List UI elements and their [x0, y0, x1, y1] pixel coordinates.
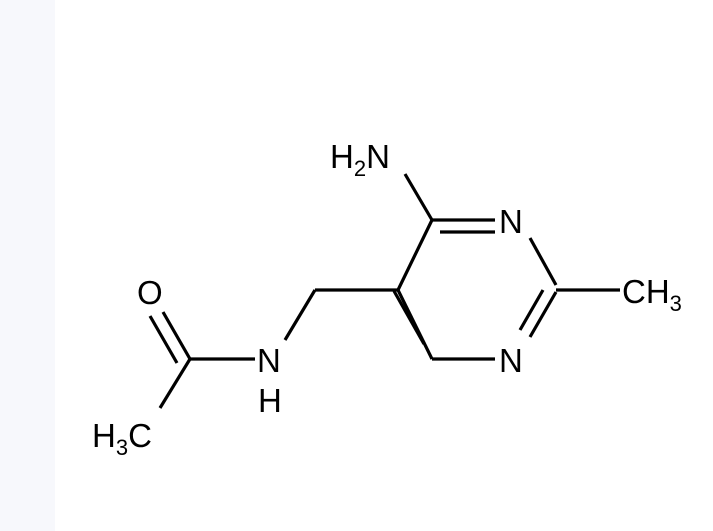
bond-c4-amino — [403, 173, 434, 221]
bond-c2-n1-inner — [518, 289, 545, 331]
ring-n-top-label: N — [499, 203, 523, 240]
structure-canvas — [55, 0, 713, 531]
bond-carbonyl-o-inner — [148, 315, 179, 364]
bond-n3-c2 — [528, 237, 558, 286]
bond-c6-c5 — [396, 289, 434, 360]
bond-c5-c4 — [396, 219, 434, 291]
carbonyl-o-label: O — [137, 274, 163, 311]
amino-label: H2N — [330, 138, 390, 181]
amide-h-label: H — [258, 382, 282, 419]
bond-c2-n1 — [528, 291, 558, 338]
bond-c6-c5-inner — [392, 290, 426, 345]
bond-carbonyl-methyl — [158, 358, 192, 409]
left-margin-strip — [0, 0, 55, 531]
methyl-right-label: CH3 — [622, 273, 682, 316]
ring-n-bottom-label: N — [499, 342, 523, 379]
bond-carbonyl-o — [161, 311, 192, 360]
bonds — [148, 173, 620, 409]
bond-ch2-n — [283, 289, 317, 341]
atom-labels: H2N N N CH3 O N H H3C — [92, 138, 682, 460]
amide-n-label: N — [257, 342, 281, 379]
methyl-left-label: H3C — [92, 417, 152, 460]
